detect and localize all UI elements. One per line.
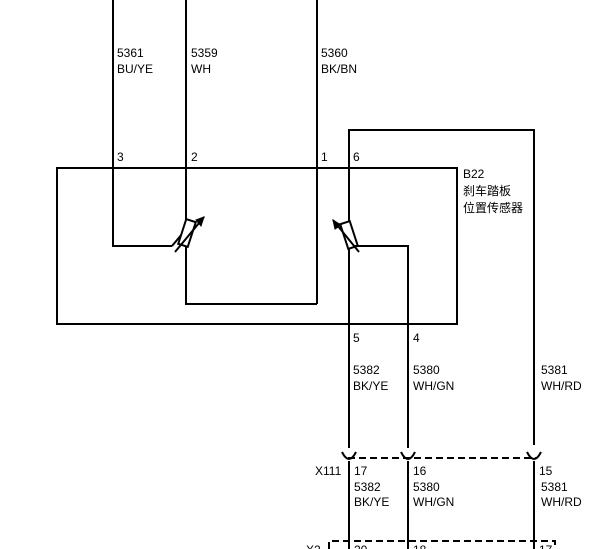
wire-label-5382-id: 5382 bbox=[353, 363, 380, 377]
pin-label-4: 4 bbox=[413, 331, 420, 345]
connector-next-ref: X2 bbox=[306, 543, 321, 549]
wire-label-5359-color: WH bbox=[191, 62, 211, 76]
wire-label-5381-id: 5381 bbox=[541, 363, 568, 377]
pin-label-6: 6 bbox=[353, 150, 360, 164]
wire-label-5380-color: WH/GN bbox=[413, 379, 454, 393]
wire-label-5382-color: BK/YE bbox=[353, 379, 388, 393]
wire-label-5359-id: 5359 bbox=[191, 46, 218, 60]
pin-label-2: 2 bbox=[191, 150, 198, 164]
connector-x111-terminals bbox=[341, 451, 542, 460]
connector-x111-color-5380: WH/GN bbox=[413, 495, 454, 509]
connector-x111-wire-5382: 5382 bbox=[354, 480, 381, 494]
wire-label-5360-id: 5360 bbox=[321, 46, 348, 60]
wire-label-5380-id: 5380 bbox=[413, 363, 440, 377]
wire-label-5361-color: BU/YE bbox=[117, 62, 153, 76]
component-name-line2: 位置传感器 bbox=[463, 200, 523, 215]
connector-x111-pin-17: 17 bbox=[354, 464, 368, 478]
variable-resistor-right-icon bbox=[332, 168, 409, 448]
pin-label-3: 3 bbox=[117, 150, 124, 164]
wire-5359 bbox=[185, 0, 317, 305]
connector-next-outline bbox=[328, 540, 556, 549]
connector-x111-wire-5380: 5380 bbox=[413, 480, 440, 494]
wire-label-5381-color: WH/RD bbox=[541, 379, 582, 393]
connector-x111-pin-15: 15 bbox=[539, 464, 553, 478]
connector-x111-ref: X111 bbox=[315, 464, 342, 478]
connector-next-pin-a: 20 bbox=[354, 543, 368, 549]
component-name-line1: 刹车踏板 bbox=[463, 183, 511, 198]
connector-x111-color-5382: BK/YE bbox=[354, 495, 389, 509]
component-b22-box bbox=[56, 167, 458, 325]
wire-label-5360-color: BK/BN bbox=[321, 62, 357, 76]
variable-resistor-left-icon bbox=[171, 216, 205, 253]
connector-x111-pin-16: 16 bbox=[413, 464, 427, 478]
pin-label-5: 5 bbox=[353, 331, 360, 345]
connector-next-pin-b: 18 bbox=[413, 543, 427, 549]
connector-x111-wire-5381: 5381 bbox=[541, 480, 568, 494]
component-ref: B22 bbox=[463, 167, 485, 181]
wire-5361 bbox=[112, 0, 172, 247]
wire-5381-upper bbox=[348, 129, 535, 445]
connector-next-pin-c: 17 bbox=[539, 543, 553, 549]
connector-x111-color-5381: WH/RD bbox=[541, 495, 582, 509]
pin-label-1: 1 bbox=[321, 150, 328, 164]
wire-label-5361-id: 5361 bbox=[117, 46, 144, 60]
